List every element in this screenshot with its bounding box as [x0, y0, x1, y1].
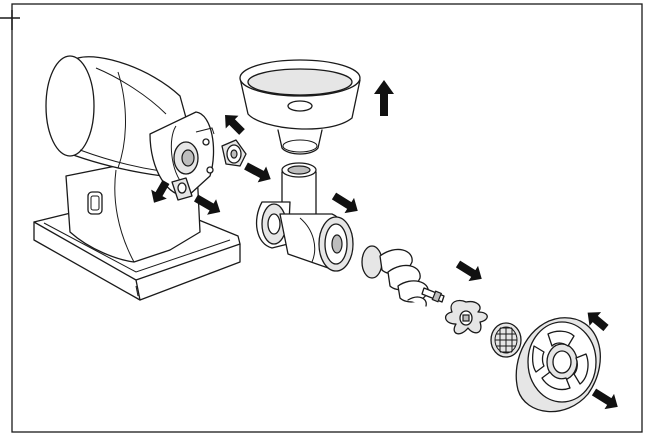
diagram-border	[11, 3, 643, 433]
arrow-up-left-knob	[225, 115, 245, 135]
hopper-tray	[239, 59, 361, 155]
arrow-down-right-head	[244, 162, 271, 183]
arrow-up-hopper	[374, 80, 394, 116]
arrow-down-right-lever	[194, 194, 221, 215]
arrow-down-left-motor	[151, 180, 170, 203]
locking-knob	[221, 139, 247, 167]
corner-tick	[0, 10, 20, 30]
motor-base	[33, 55, 241, 301]
grinding-plate	[490, 322, 522, 358]
grinder-head	[255, 162, 354, 272]
arrow-up-left-ring	[587, 312, 609, 332]
retaining-ring	[515, 317, 601, 413]
feed-screw	[361, 245, 445, 307]
arrow-down-right-screw	[331, 192, 358, 214]
cutting-blade	[445, 299, 488, 335]
arrow-down-right-blade	[455, 260, 482, 282]
arrow-down-right-ring	[591, 388, 618, 410]
